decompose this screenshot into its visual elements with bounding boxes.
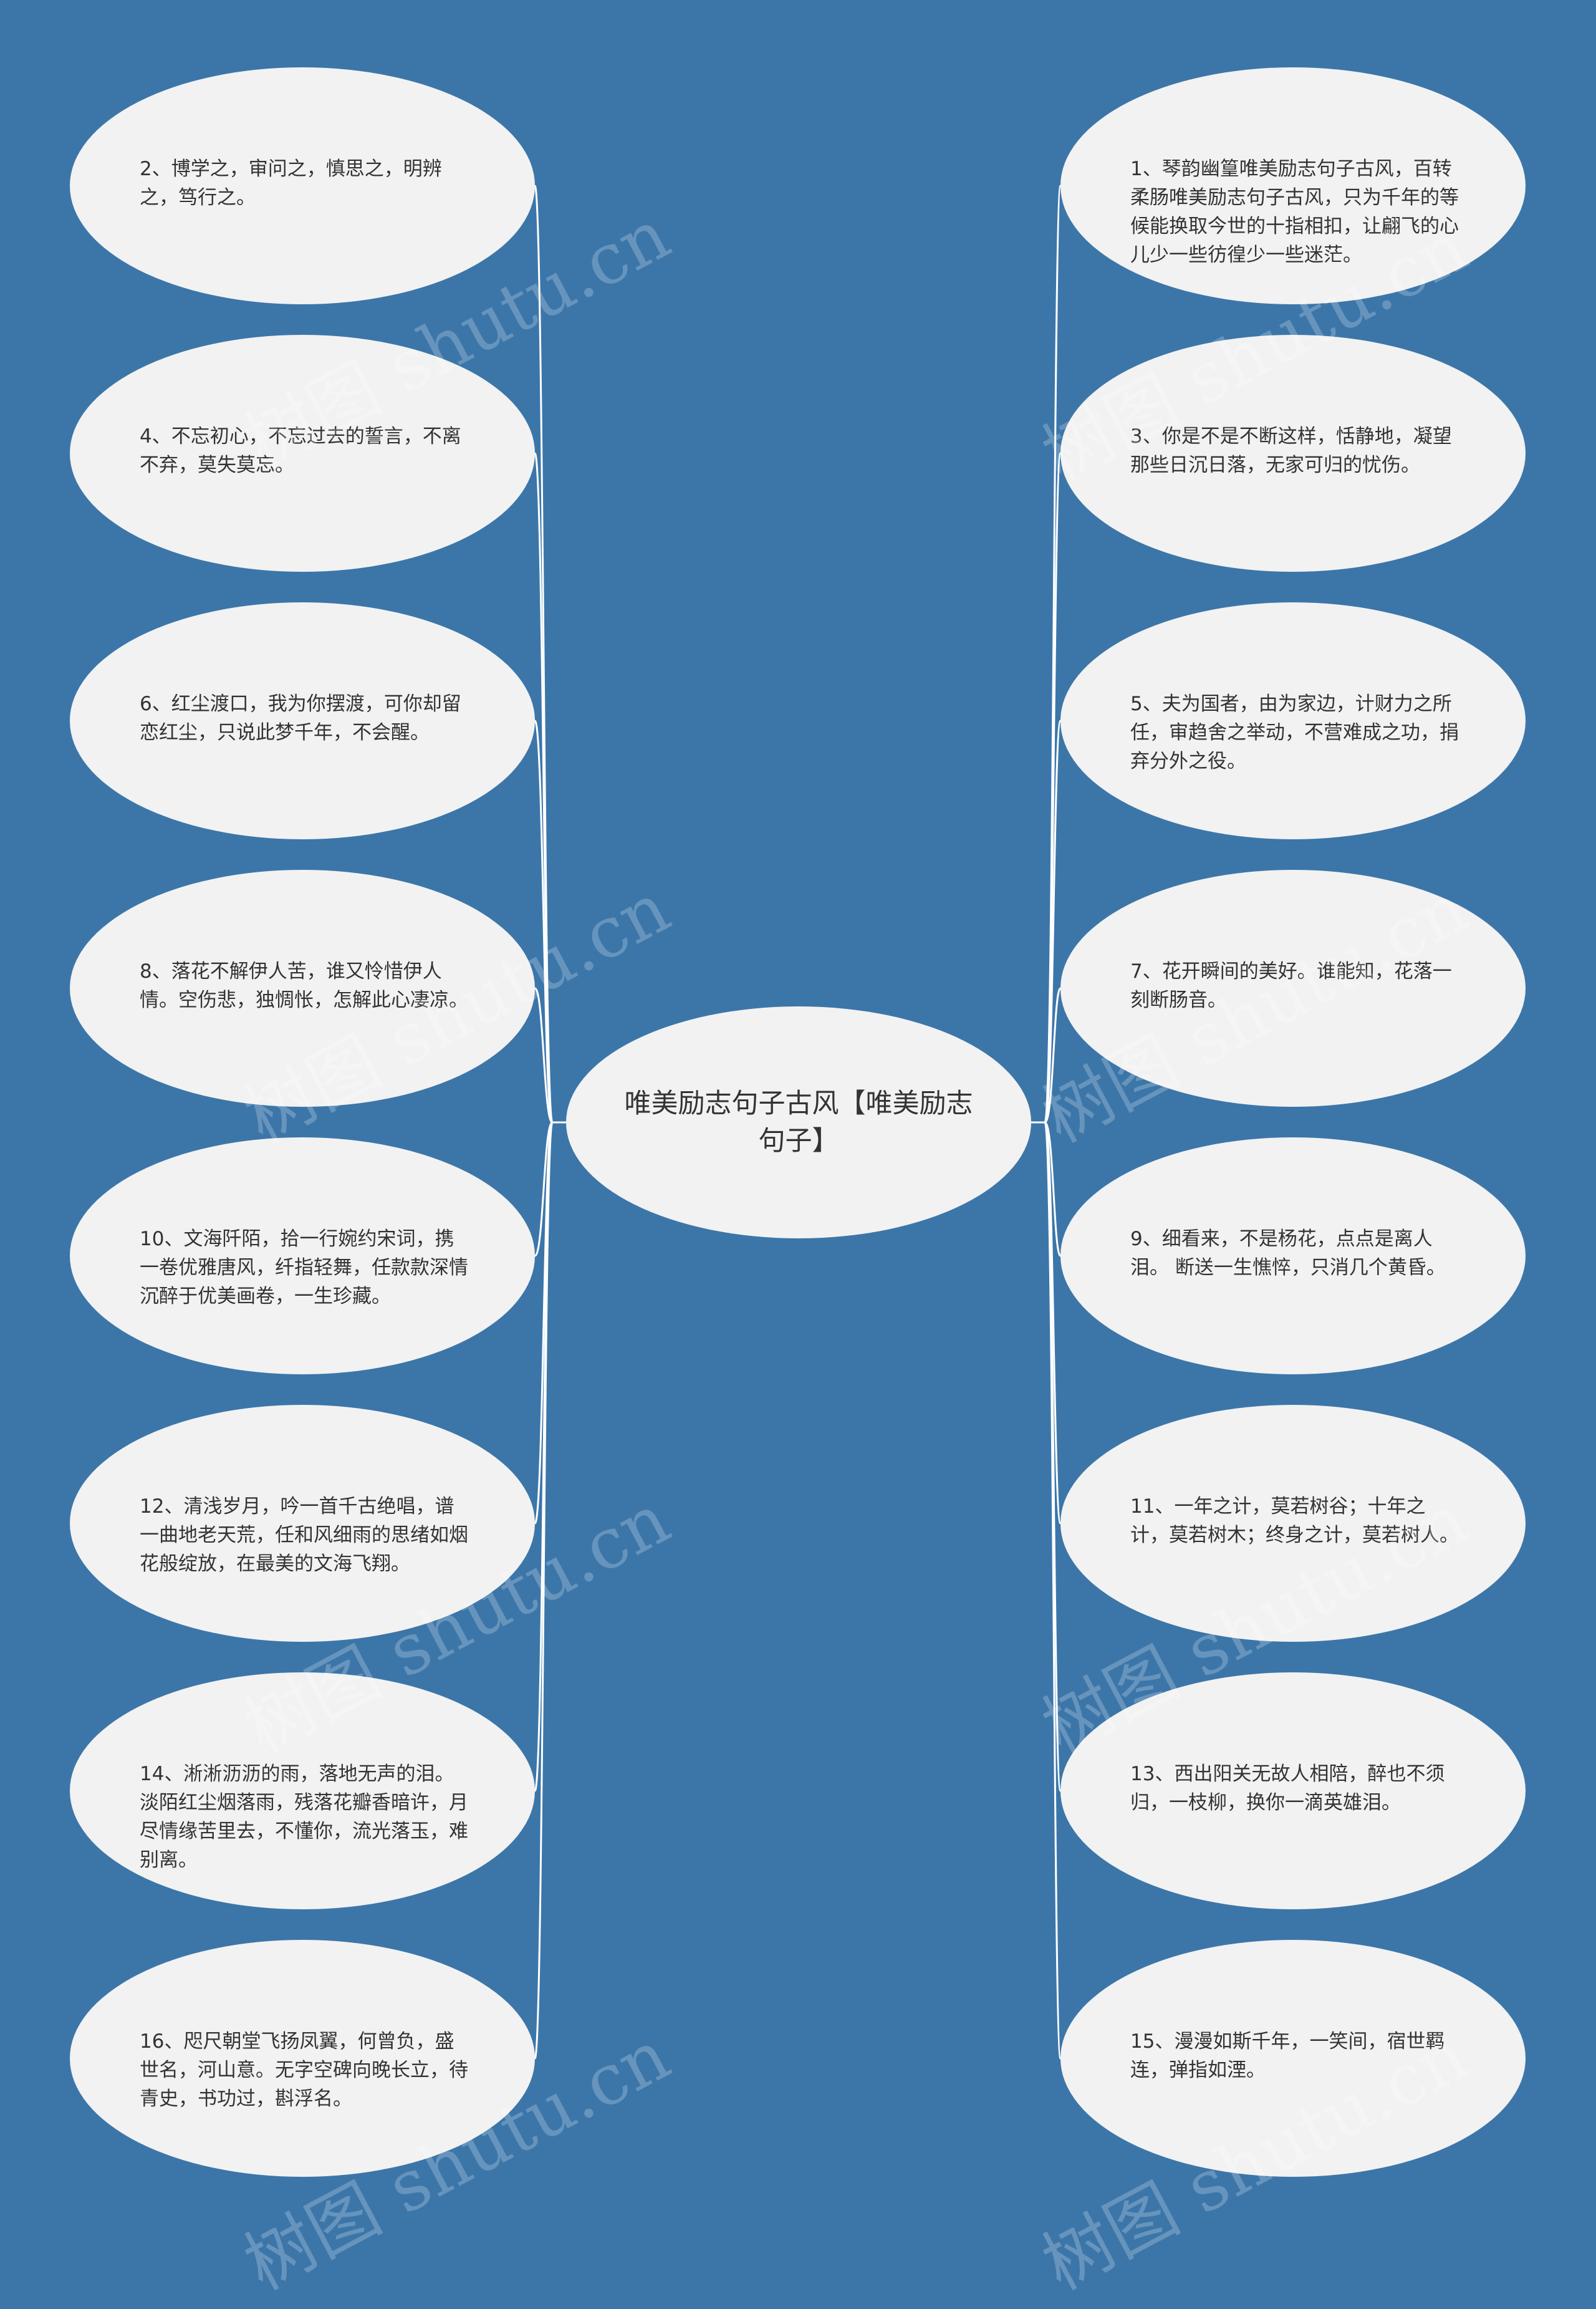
branch-node-text: 15、漫漫如斯千年，一笑间，宿世羁连，弹指如湮。: [1130, 2030, 1445, 2081]
branch-node-text: 6、红尘渡口，我为你摆渡，可你却留恋红尘，只说此梦千年，不会醒。: [140, 693, 461, 744]
branch-node-left[interactable]: 16、咫尺朝堂飞扬凤翼，何曾负，盛世名，河山意。无字空碑向晚长立，待青史，书功过…: [70, 1940, 535, 2177]
branch-node-right[interactable]: 1、琴韵幽篁唯美励志句子古风，百转柔肠唯美励志句子古风，只为千年的等候能换取今世…: [1060, 67, 1526, 304]
branch-node-text: 13、西出阳关无故人相陪，醉也不须归，一枝柳，换你一滴英雄泪。: [1130, 1763, 1445, 1814]
branch-node-left[interactable]: 2、博学之，审问之，慎思之，明辨之，笃行之。: [70, 67, 535, 304]
connector-line-left: [534, 987, 554, 1124]
branch-node-left[interactable]: 12、清浅岁月，吟一首千古绝唱，谱一曲地老天荒，任和风细雨的思绪如烟花般绽放，在…: [70, 1405, 535, 1642]
connector-line-left: [534, 1121, 554, 1792]
branch-node-text: 12、清浅岁月，吟一首千古绝唱，谱一曲地老天荒，任和风细雨的思绪如烟花般绽放，在…: [140, 1495, 468, 1575]
branch-node-text: 9、细看来，不是杨花，点点是离人泪。 断送一生憔悴，只消几个黄昏。: [1130, 1228, 1446, 1279]
connector-lines: [534, 185, 1062, 2060]
connector-line-left: [534, 185, 554, 1124]
branch-node-text: 4、不忘初心，不忘过去的誓言，不离不弃，莫失莫忘。: [140, 425, 461, 476]
connector-line-left: [534, 1121, 554, 2060]
branch-node-left[interactable]: 10、文海阡陌，拾一行婉约宋词，携一卷优雅唐风，纤指轻舞，任款款深情沉醉于优美画…: [70, 1137, 535, 1374]
mindmap-canvas: 唯美励志句子古风【唯美励志句子】 2、博学之，审问之，慎思之，明辨之，笃行之。 …: [70, 67, 1526, 2306]
center-topic-node[interactable]: 唯美励志句子古风【唯美励志句子】: [566, 1006, 1031, 1238]
branch-node-text: 10、文海阡陌，拾一行婉约宋词，携一卷优雅唐风，纤指轻舞，任款款深情沉醉于优美画…: [140, 1228, 468, 1308]
center-topic-label: 唯美励志句子古风【唯美励志句子】: [624, 1088, 973, 1157]
branch-node-text: 8、落花不解伊人苦，谁又怜惜伊人情。空伤悲，独惆怅，怎解此心凄凉。: [140, 960, 468, 1011]
branch-node-text: 11、一年之计，莫若树谷；十年之计，莫若树木；终身之计，莫若树人。: [1130, 1495, 1459, 1546]
connector-line-left: [534, 1121, 554, 1257]
branch-node-left[interactable]: 4、不忘初心，不忘过去的誓言，不离不弃，莫失莫忘。: [70, 335, 535, 572]
branch-node-right[interactable]: 9、细看来，不是杨花，点点是离人泪。 断送一生憔悴，只消几个黄昏。: [1060, 1137, 1526, 1374]
connector-line-right: [1044, 1121, 1062, 2060]
branch-node-right[interactable]: 13、西出阳关无故人相陪，醉也不须归，一枝柳，换你一滴英雄泪。: [1060, 1672, 1526, 1909]
branch-node-text: 2、博学之，审问之，慎思之，明辨之，笃行之。: [140, 158, 442, 209]
connector-line-right: [1044, 452, 1062, 1124]
connector-line-right: [1044, 720, 1062, 1124]
branch-node-left[interactable]: 8、落花不解伊人苦，谁又怜惜伊人情。空伤悲，独惆怅，怎解此心凄凉。: [70, 870, 535, 1107]
branch-node-right[interactable]: 11、一年之计，莫若树谷；十年之计，莫若树木；终身之计，莫若树人。: [1060, 1405, 1526, 1642]
branch-node-right[interactable]: 7、花开瞬间的美好。谁能知，花落一刻断肠音。: [1060, 870, 1526, 1107]
branch-node-text: 3、你是不是不断这样，恬静地，凝望那些日沉日落，无家可归的忧伤。: [1130, 425, 1452, 476]
connector-line-right: [1044, 1121, 1062, 1257]
branch-node-left[interactable]: 14、淅淅沥沥的雨，落地无声的泪。淡陌红尘烟落雨，残落花瓣香暗许，月尽情缘苦里去…: [70, 1672, 535, 1909]
branch-node-text: 5、夫为国者，由为家边，计财力之所任，审趋舍之举动，不营难成之功，捐弃分外之役。: [1130, 693, 1459, 773]
branch-node-text: 14、淅淅沥沥的雨，落地无声的泪。淡陌红尘烟落雨，残落花瓣香暗许，月尽情缘苦里去…: [140, 1763, 468, 1871]
connector-line-right: [1044, 987, 1062, 1124]
branch-node-right[interactable]: 3、你是不是不断这样，恬静地，凝望那些日沉日落，无家可归的忧伤。: [1060, 335, 1526, 572]
branch-node-text: 16、咫尺朝堂飞扬凤翼，何曾负，盛世名，河山意。无字空碑向晚长立，待青史，书功过…: [140, 2030, 468, 2110]
branch-node-left[interactable]: 6、红尘渡口，我为你摆渡，可你却留恋红尘，只说此梦千年，不会醒。: [70, 602, 535, 839]
branch-node-right[interactable]: 15、漫漫如斯千年，一笑间，宿世羁连，弹指如湮。: [1060, 1940, 1526, 2177]
branch-node-text: 7、花开瞬间的美好。谁能知，花落一刻断肠音。: [1130, 960, 1452, 1011]
branch-node-text: 1、琴韵幽篁唯美励志句子古风，百转柔肠唯美励志句子古风，只为千年的等候能换取今世…: [1130, 158, 1459, 266]
connector-line-left: [534, 720, 554, 1124]
branch-node-right[interactable]: 5、夫为国者，由为家边，计财力之所任，审趋舍之举动，不营难成之功，捐弃分外之役。: [1060, 602, 1526, 839]
connector-line-left: [534, 452, 554, 1124]
